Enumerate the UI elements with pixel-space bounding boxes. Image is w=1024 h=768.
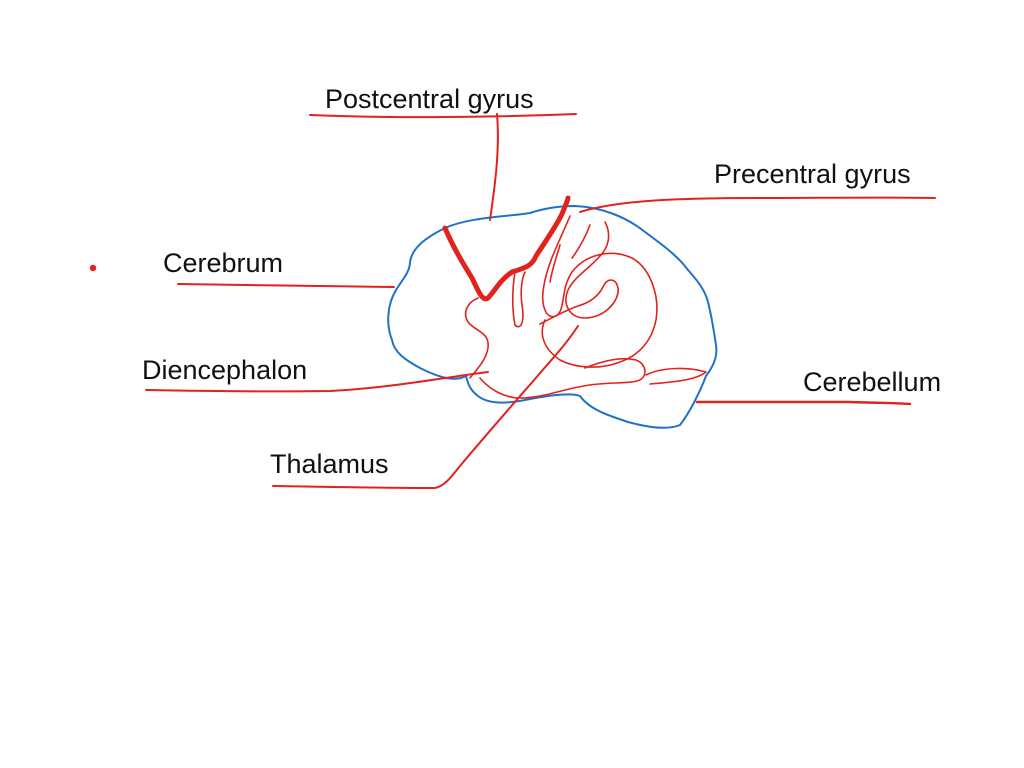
thalamus-leader [272, 325, 579, 489]
label-cerebrum: Cerebrum [163, 248, 284, 278]
label-diencephalon: Diencephalon [142, 355, 308, 385]
label-precentral-gyrus: Precentral gyrus [714, 159, 911, 189]
brainstem-curve [479, 357, 646, 399]
postcentral-gyrus-leader [309, 113, 577, 221]
fornix-curve [511, 271, 526, 328]
cerebellum-curve [645, 367, 707, 385]
cerebellum-leader [695, 400, 912, 406]
lateral-ventricle-curve [539, 221, 619, 325]
label-thalamus: Thalamus [270, 449, 389, 479]
diencephalon-leader [145, 371, 489, 393]
stray-dot [89, 264, 97, 272]
label-postcentral-gyrus: Postcentral gyrus [325, 84, 534, 114]
cerebrum-leader [177, 283, 395, 288]
corpus-callosum-curve [541, 215, 658, 368]
sulcus-lines [549, 224, 591, 283]
gyrus-outline-bold [442, 195, 571, 302]
brain-outline [387, 205, 718, 429]
label-cerebellum: Cerebellum [803, 367, 942, 397]
precentral-gyrus-leader [579, 196, 936, 213]
diencephalon-structure [464, 297, 489, 379]
